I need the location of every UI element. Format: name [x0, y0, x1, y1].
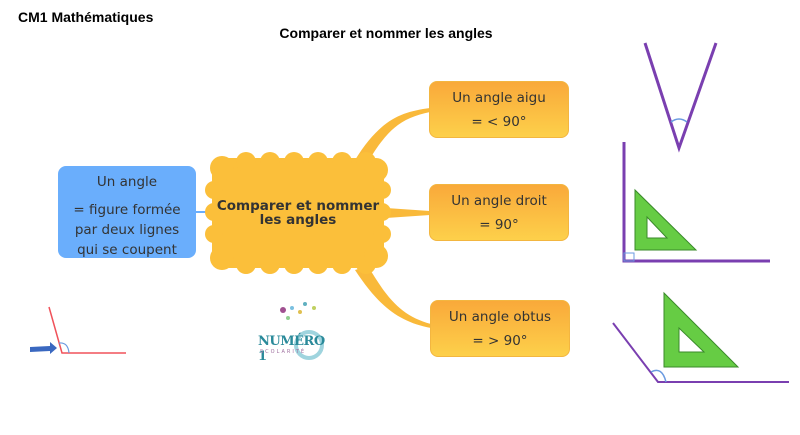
- set-square-icon: [634, 188, 698, 251]
- set-square-icon: [663, 291, 740, 368]
- obtuse-angle-figure: [612, 291, 789, 383]
- map-title: Comparer et nommer les angles: [279, 25, 493, 41]
- central-node-label: Comparer et nommer les angles: [216, 198, 380, 228]
- definition-title: Un angle: [96, 174, 158, 190]
- branch-node-obtuse[interactable]: Un angle obtus = > 90°: [430, 300, 570, 357]
- branch-text: = 90°: [479, 217, 519, 233]
- connector-droit: [386, 208, 430, 218]
- logo-text: NUMÉRO 1: [258, 334, 325, 364]
- definition-text: = figure formée par deux lignes qui se c…: [73, 202, 181, 258]
- connector-obtus: [355, 266, 431, 328]
- branch-node-right[interactable]: Un angle droit = 90°: [429, 184, 569, 241]
- right-angle-figure: [622, 142, 770, 263]
- branch-node-acute[interactable]: Un angle aigu = < 90°: [429, 81, 569, 138]
- central-cloud-shape: [205, 152, 391, 274]
- branch-title: Un angle obtus: [448, 309, 552, 325]
- example-angle-figure: [30, 306, 126, 354]
- branch-text: = < 90°: [471, 114, 527, 130]
- central-node[interactable]: Comparer et nommer les angles: [208, 154, 388, 272]
- definition-node[interactable]: Un angle = figure formée par deux lignes…: [58, 166, 196, 258]
- numero1-logo: NUMÉRO 1 SCOLARITÉ: [250, 300, 335, 364]
- branch-title: Un angle droit: [451, 193, 547, 209]
- branch-title: Un angle aigu: [452, 90, 546, 106]
- connector-aigu: [355, 108, 430, 162]
- logo-subtext: SCOLARITÉ: [260, 349, 307, 355]
- document-title: CM1 Mathématiques: [18, 9, 154, 25]
- arrow-right-icon: [30, 342, 57, 354]
- branch-text: = > 90°: [472, 333, 528, 349]
- acute-angle-figure: [643, 42, 718, 153]
